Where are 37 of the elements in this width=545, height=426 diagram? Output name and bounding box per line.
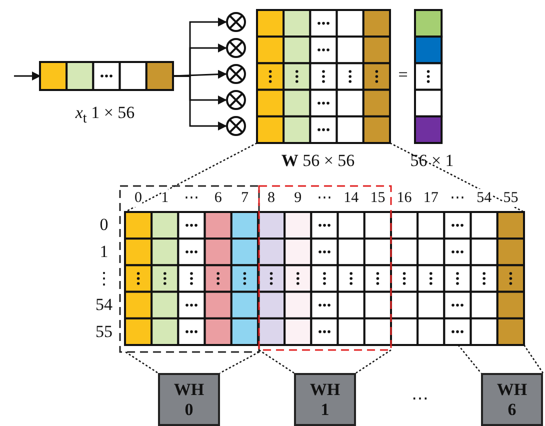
leader-line bbox=[523, 344, 544, 374]
multiply-symbol bbox=[224, 114, 248, 138]
row-index: 0 bbox=[100, 216, 108, 234]
leader-line bbox=[458, 344, 482, 374]
multiply-symbol bbox=[224, 62, 248, 86]
row-index: ⋮ bbox=[96, 270, 112, 288]
multiply-symbol bbox=[224, 36, 248, 60]
arrow bbox=[14, 72, 41, 80]
leader-line bbox=[220, 351, 260, 374]
column-index: 0 bbox=[134, 189, 142, 207]
row-index: 1 bbox=[100, 242, 108, 261]
column-index: 55 bbox=[503, 189, 518, 207]
size-label: 56 × 1 bbox=[410, 152, 454, 170]
vector-drawing bbox=[38, 60, 175, 92]
matrix-drawing bbox=[255, 8, 392, 145]
dashed-group-outline bbox=[257, 184, 393, 352]
leader-line bbox=[356, 349, 392, 374]
size-label: x$_{t}$ 1 × 56 bbox=[75, 104, 135, 128]
leader-line bbox=[125, 351, 158, 374]
block-box: WH 6 bbox=[481, 373, 543, 426]
leader-line bbox=[258, 349, 294, 374]
ellipsis: ⋯ bbox=[412, 390, 428, 408]
arrow bbox=[173, 75, 227, 130]
leader-line bbox=[390, 142, 524, 213]
block-box: WH 0 bbox=[158, 373, 220, 426]
block-box: WH 1 bbox=[294, 373, 356, 426]
vector-drawing bbox=[413, 8, 444, 145]
multiply-symbol bbox=[224, 10, 248, 34]
equals-sign: = bbox=[398, 66, 408, 84]
arrow bbox=[172, 70, 227, 79]
row-index: 54 bbox=[96, 296, 112, 314]
row-index: 55 bbox=[96, 322, 112, 341]
leader-line bbox=[124, 142, 258, 213]
size-label: W 56 × 56 bbox=[281, 152, 355, 170]
matrix-drawing bbox=[123, 210, 526, 347]
multiply-symbol bbox=[224, 88, 248, 112]
dashed-group-outline bbox=[118, 184, 261, 354]
